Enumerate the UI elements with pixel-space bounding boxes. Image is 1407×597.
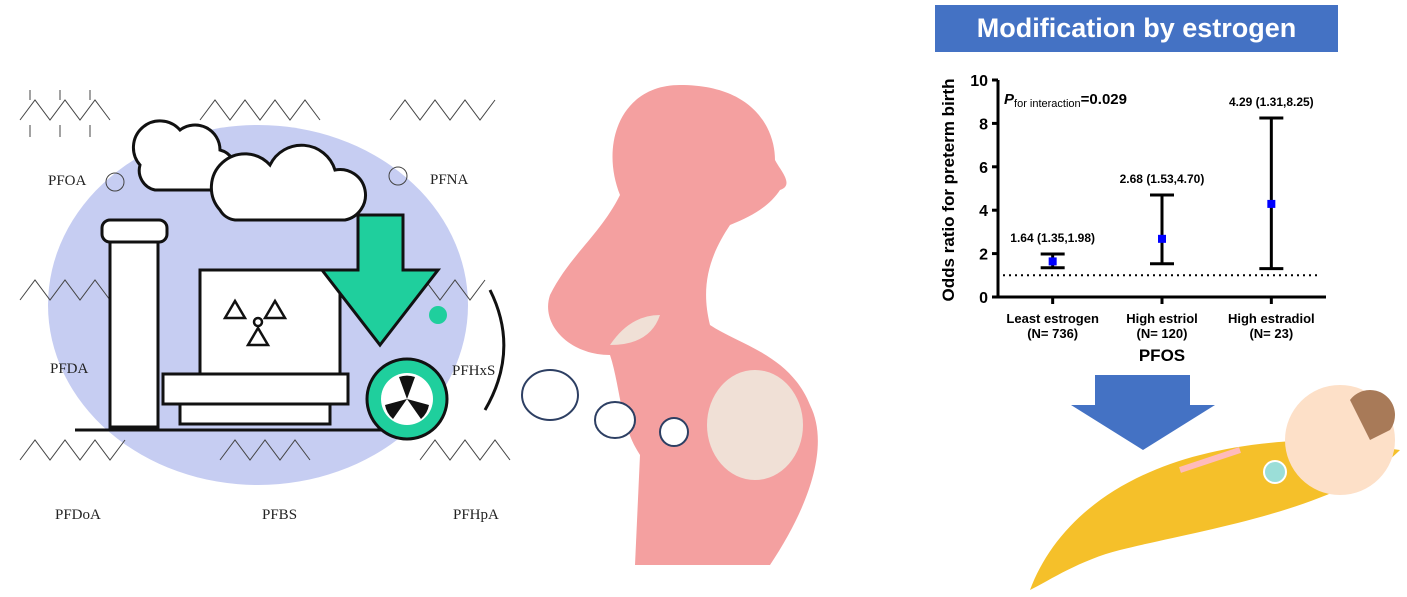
x-category-n: (N= 736) xyxy=(1027,326,1078,341)
down-arrow-icon xyxy=(1071,375,1215,450)
pregnant-woman-silhouette xyxy=(548,85,818,565)
odds-ratio-point xyxy=(1267,199,1276,208)
thought-bubbles xyxy=(521,369,689,447)
x-category-label: High estriol xyxy=(1126,311,1198,326)
baby-illustration xyxy=(1030,375,1400,590)
fetus-icon xyxy=(707,370,803,480)
compound-label: PFHxS xyxy=(452,363,496,379)
x-axis-label: PFOS xyxy=(1139,346,1185,365)
compound-label: PFDA xyxy=(50,361,89,377)
y-tick-label: 2 xyxy=(979,247,988,264)
y-tick-label: 6 xyxy=(979,160,988,177)
odds-ratio-point xyxy=(1048,257,1057,266)
compound-label: PFOA xyxy=(48,173,87,189)
banner-title: Modification by estrogen xyxy=(935,5,1338,52)
factory-icon xyxy=(75,119,400,432)
y-tick-label: 8 xyxy=(979,116,988,133)
compound-label: PFNA xyxy=(430,172,469,188)
compound-label: PFHpA xyxy=(453,507,499,523)
y-tick-label: 10 xyxy=(970,73,988,90)
smoke-cloud-icon xyxy=(209,143,367,222)
compound-label: PFBS xyxy=(262,507,298,523)
data-label: 2.68 (1.53,4.70) xyxy=(1120,172,1205,186)
data-label: 1.64 (1.35,1.98) xyxy=(1010,231,1095,245)
x-category-n: (N= 23) xyxy=(1249,326,1293,341)
odds-ratio-chart: 0 2 4 6 8 10 Odds ratio for preterm birth Pfor … xyxy=(939,73,1326,365)
x-category-n: (N= 120) xyxy=(1137,326,1188,341)
chemical-structures xyxy=(19,90,511,461)
y-tick-label: 4 xyxy=(979,203,988,220)
compound-label: PFDoA xyxy=(55,507,101,523)
p-interaction-annotation: Pfor interaction=0.029 xyxy=(1004,91,1127,110)
smoke-cloud-icon xyxy=(131,119,238,193)
x-category-label: Least estrogen xyxy=(1006,311,1099,326)
down-arrow-icon xyxy=(318,213,442,348)
y-axis-label: Odds ratio for preterm birth xyxy=(939,79,958,302)
x-category-label: High estradiol xyxy=(1228,311,1315,326)
pfas-pollution-illustration xyxy=(19,85,818,565)
y-tick-label: 0 xyxy=(979,290,988,307)
data-label: 4.29 (1.31,8.25) xyxy=(1229,95,1314,109)
odds-ratio-point xyxy=(1158,234,1166,243)
radiation-triangles-icon xyxy=(222,298,288,347)
